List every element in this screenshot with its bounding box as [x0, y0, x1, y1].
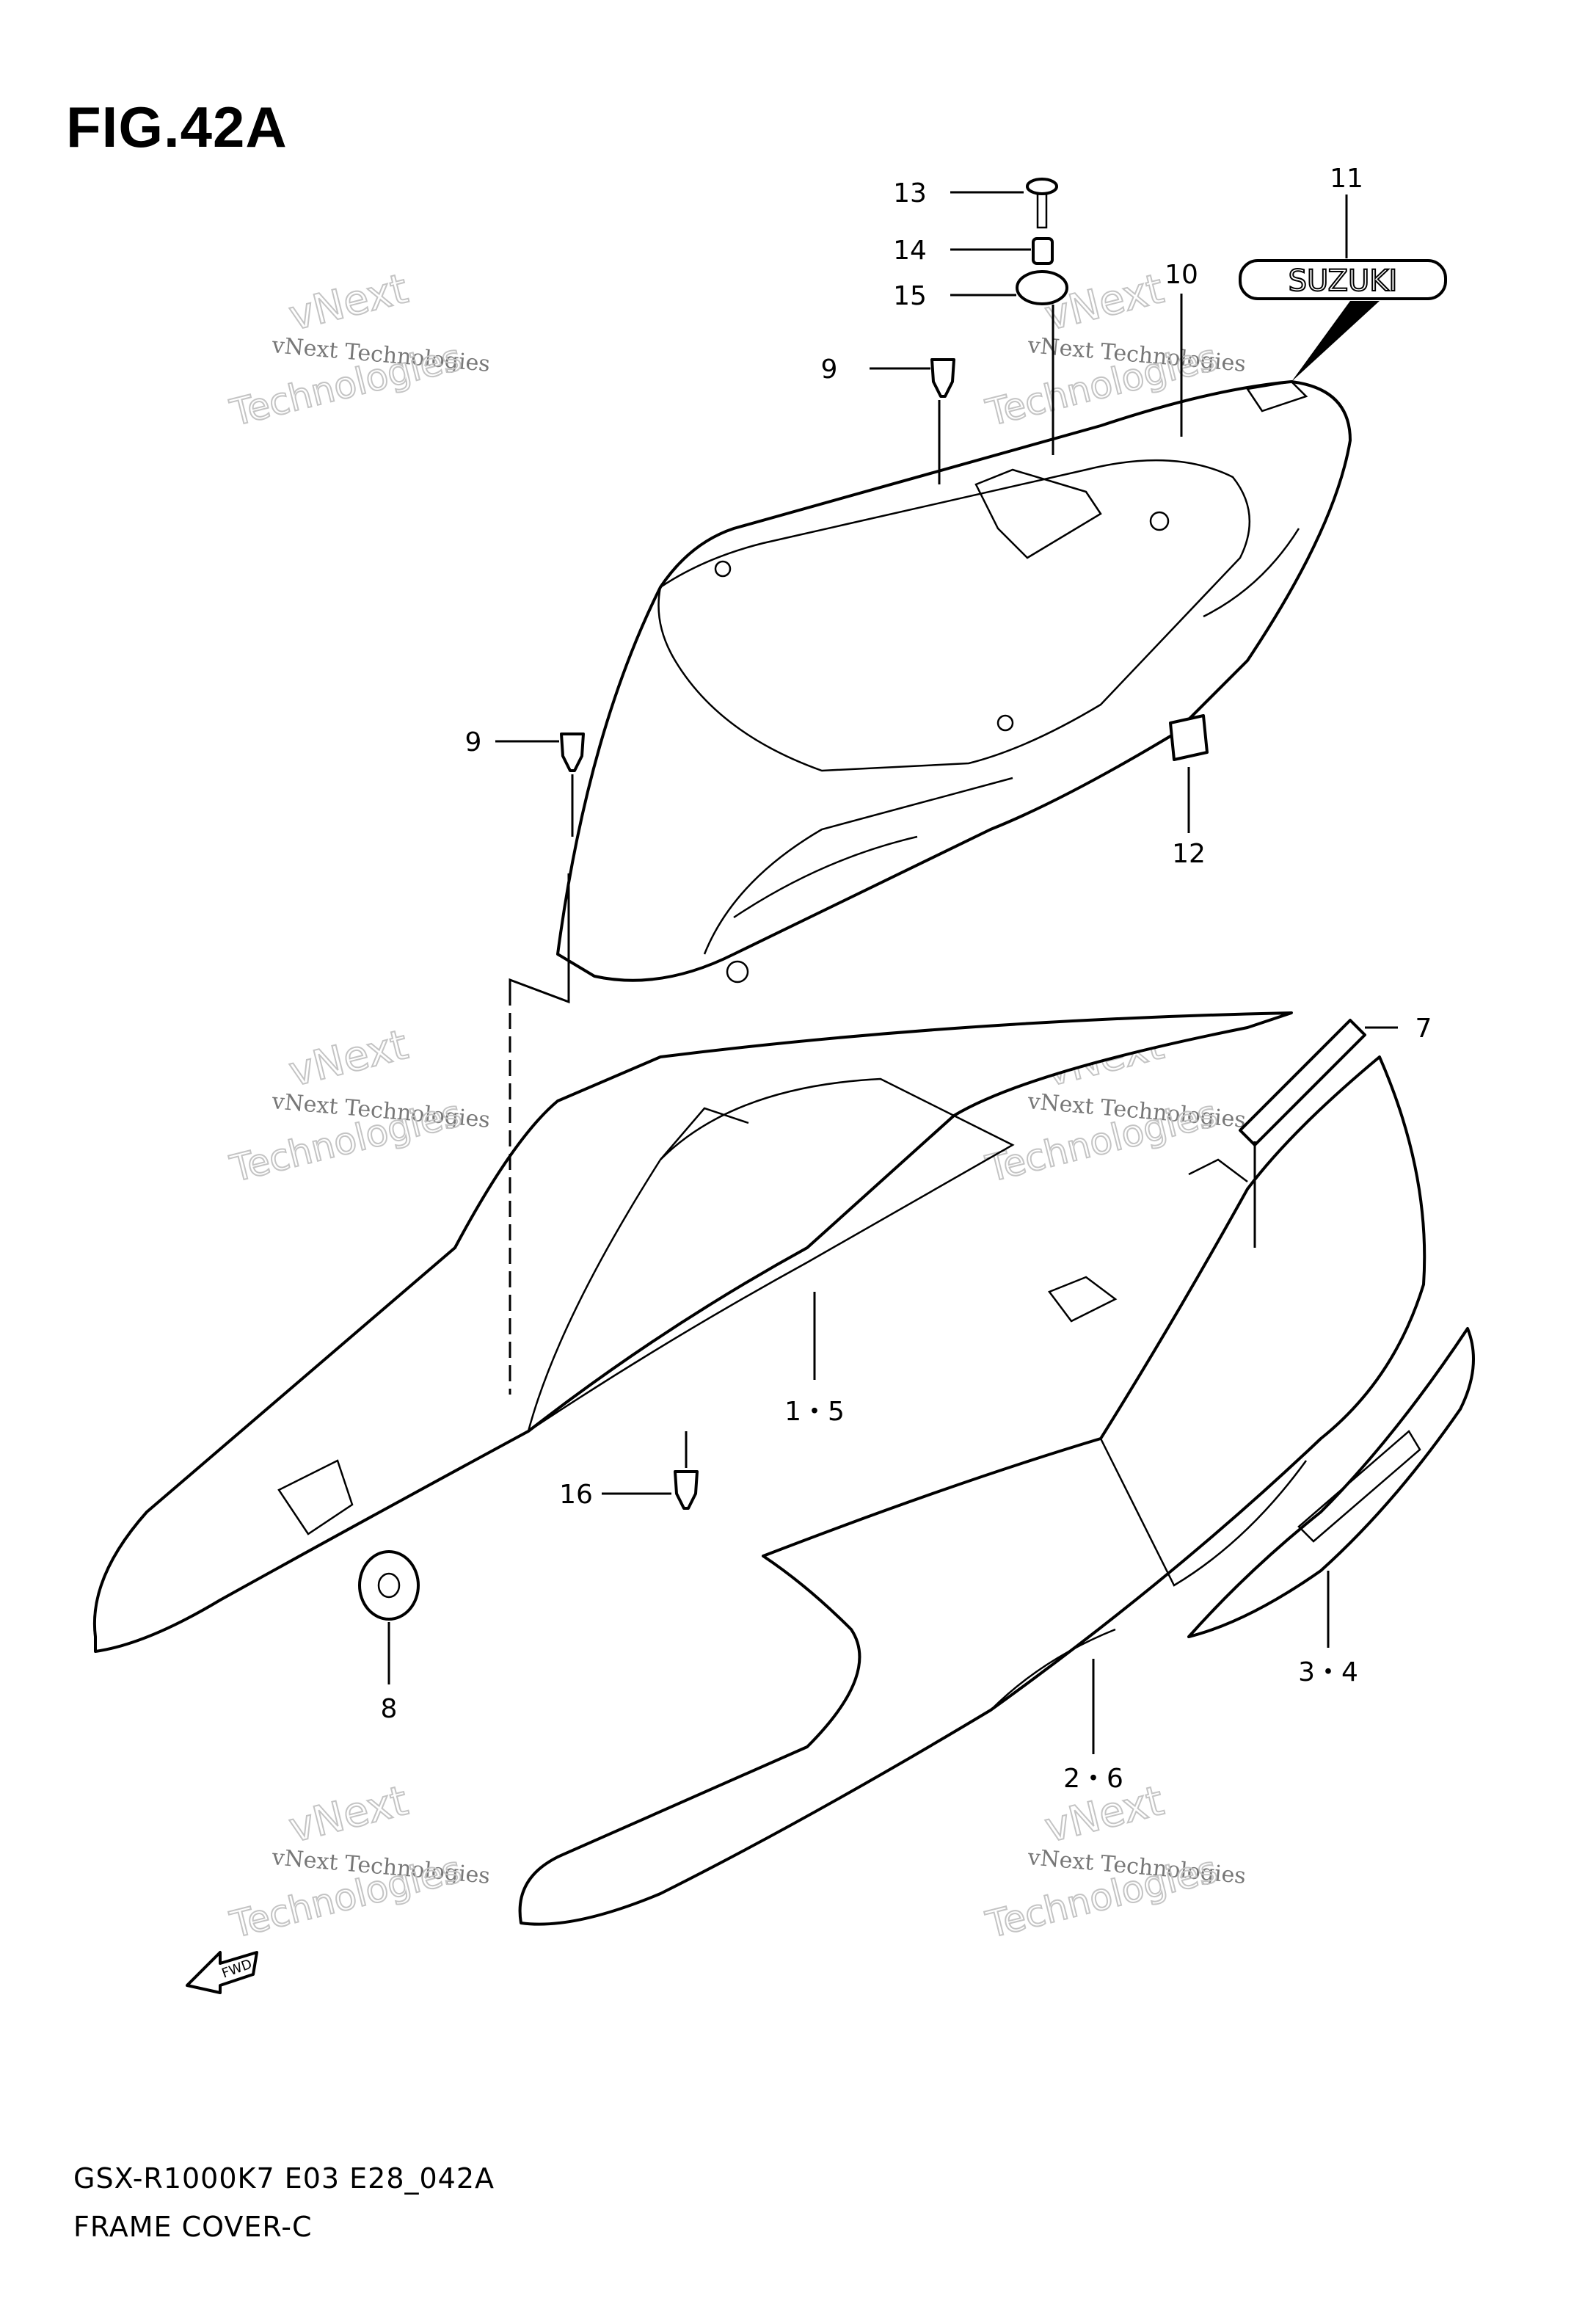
callout-3-4: 3・4 — [1298, 1657, 1358, 1687]
watermark-bottom-right: vNext vNext Technologies Technologies — [981, 1776, 1247, 1947]
svg-text:vNext: vNext — [285, 265, 412, 341]
seat-tail-cover-part-10 — [556, 380, 1352, 984]
side-emblem-part-3-4 — [1187, 1327, 1475, 1638]
cushion-part-15 — [1016, 270, 1068, 305]
section-name: FRAME COVER-C — [73, 2211, 313, 2243]
watermark-bottom-left: vNext vNext Technologies Technologies — [225, 1776, 491, 1947]
svg-text:SUZUKI: SUZUKI — [1289, 264, 1398, 298]
leader-lines — [387, 191, 1398, 1754]
reflector-part-12 — [1169, 714, 1209, 761]
grommet-part-8 — [358, 1550, 420, 1621]
suzuki-emblem-part-11: SUZUKI — [1239, 259, 1447, 382]
watermark-top-left: vNext vNext Technologies Technologies — [225, 264, 491, 435]
callout-9-lower: 9 — [465, 727, 482, 757]
callout-8: 8 — [381, 1694, 398, 1724]
figure-title: FIG.42A — [66, 95, 288, 159]
fastener-part-9-lower — [560, 733, 585, 772]
model-code: GSX-R1000K7 E03 E28_042A — [73, 2162, 495, 2195]
callout-2-6: 2・6 — [1063, 1764, 1123, 1794]
frame-cover-part-1-5 — [92, 1011, 1293, 1653]
watermark-mid-left: vNext vNext Technologies Technologies — [225, 1020, 491, 1191]
frame-cover-part-2-6 — [518, 1055, 1426, 1926]
callout-10: 10 — [1165, 260, 1198, 290]
svg-text:vNext: vNext — [285, 1777, 412, 1853]
callout-7: 7 — [1415, 1014, 1432, 1044]
svg-text:vNext: vNext — [285, 1021, 412, 1097]
callout-9-upper: 9 — [821, 355, 838, 385]
callout-14: 14 — [893, 236, 927, 266]
fastener-part-16 — [674, 1470, 699, 1510]
callout-1-5: 1・5 — [784, 1397, 845, 1427]
callout-13: 13 — [893, 178, 927, 208]
callout-labels: 13 14 15 9 10 11 12 9 7 1・5 16 8 3・4 2・6 — [381, 164, 1432, 1794]
callout-12: 12 — [1172, 839, 1206, 869]
collar-part-14 — [1032, 237, 1054, 265]
fastener-part-9-upper — [930, 358, 955, 398]
emblem-part-7 — [1239, 1019, 1366, 1146]
fwd-arrow-icon: FWD — [186, 1951, 258, 1994]
callout-15: 15 — [893, 281, 927, 311]
callout-11: 11 — [1330, 164, 1363, 194]
callout-16: 16 — [559, 1480, 593, 1510]
bolt-part-13 — [1026, 178, 1058, 229]
